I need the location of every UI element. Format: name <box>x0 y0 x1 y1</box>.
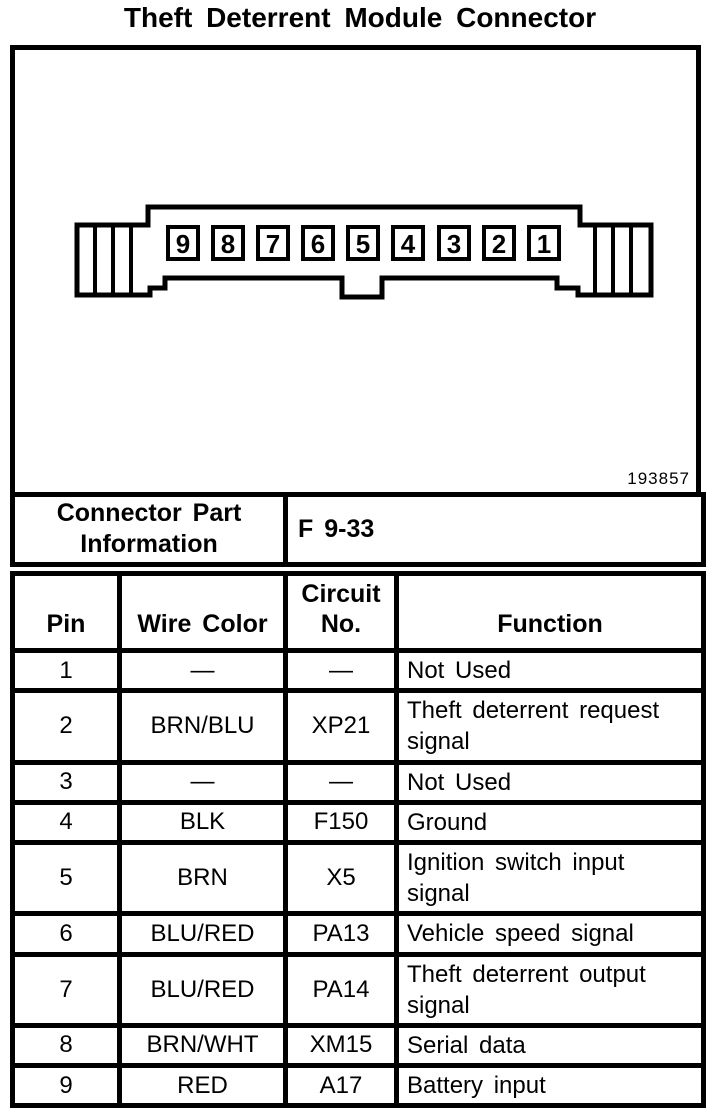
pinout-table: Pin Wire Color Circuit No. Function 1 — … <box>10 571 706 1109</box>
function-cell: Battery input <box>394 1063 706 1109</box>
pin-label-1: 1 <box>537 229 551 259</box>
part-information-row: Connector Part Information F 9-33 <box>10 492 706 567</box>
connector-diagram-box: 9 8 7 6 5 4 3 2 1 193857 <box>10 45 701 497</box>
function-cell: Not Used <box>394 759 706 805</box>
pin-label-9: 9 <box>176 229 190 259</box>
wire-color-cell: — <box>117 759 288 805</box>
pin-label-6: 6 <box>311 229 325 259</box>
table-row: 9 RED A17 Battery input <box>10 1063 706 1109</box>
pin-cell: 9 <box>10 1063 122 1109</box>
wire-color-cell: — <box>117 647 288 694</box>
function-cell: Ignition switch input signal <box>394 839 706 917</box>
circuit-no-cell: — <box>283 647 399 694</box>
table-row: 6 BLU/RED PA13 Vehicle speed signal <box>10 911 706 957</box>
pin-label-5: 5 <box>356 229 370 259</box>
pin-label-2: 2 <box>492 229 506 259</box>
part-information-table: Connector Part Information F 9-33 <box>10 492 706 567</box>
pin-cell: 5 <box>10 839 122 917</box>
figure-number: 193857 <box>627 469 690 488</box>
function-cell: Theft deterrent output signal <box>394 951 706 1028</box>
left-wing-ribs <box>93 225 133 295</box>
pin-numbers: 9 8 7 6 5 4 3 2 1 <box>176 229 551 259</box>
function-cell: Ground <box>394 799 706 845</box>
circuit-no-cell: PA14 <box>283 951 399 1028</box>
circuit-no-cell: A17 <box>283 1063 399 1109</box>
pin-cell: 8 <box>10 1022 122 1069</box>
table-row: 4 BLK F150 Ground <box>10 799 706 845</box>
pin-label-7: 7 <box>266 229 280 259</box>
header-row: Pin Wire Color Circuit No. Function <box>10 571 706 653</box>
pin-label-3: 3 <box>447 229 461 259</box>
circuit-no-cell: F150 <box>283 799 399 845</box>
function-cell: Not Used <box>394 647 706 694</box>
column-header-circuit-no: Circuit No. <box>283 571 399 653</box>
pin-cell: 3 <box>10 759 122 805</box>
right-wing-ribs <box>593 225 633 295</box>
circuit-no-cell: X5 <box>283 839 399 917</box>
pin-cell: 7 <box>10 951 122 1028</box>
table-row: 3 — — Not Used <box>10 759 706 805</box>
wire-color-cell: BLK <box>117 799 288 845</box>
wire-color-cell: BRN <box>117 839 288 917</box>
pin-cavities <box>166 225 561 261</box>
table-row: 2 BRN/BLU XP21 Theft deterrent request s… <box>10 688 706 765</box>
table-row: 8 BRN/WHT XM15 Serial data <box>10 1022 706 1069</box>
wire-color-cell: BRN/WHT <box>117 1022 288 1069</box>
pin-cell: 4 <box>10 799 122 845</box>
column-header-wire-color: Wire Color <box>117 571 288 653</box>
column-header-function: Function <box>394 571 706 653</box>
table-row: 7 BLU/RED PA14 Theft deterrent output si… <box>10 951 706 1028</box>
circuit-no-cell: XP21 <box>283 688 399 765</box>
wire-color-cell: RED <box>117 1063 288 1109</box>
connector-drawing: 9 8 7 6 5 4 3 2 1 <box>74 204 654 300</box>
column-header-pin: Pin <box>10 571 122 653</box>
pin-cell: 6 <box>10 911 122 957</box>
part-information-value: F 9-33 <box>283 492 706 567</box>
function-cell: Vehicle speed signal <box>394 911 706 957</box>
wire-color-cell: BLU/RED <box>117 911 288 957</box>
circuit-no-cell: — <box>283 759 399 805</box>
pin-cell: 1 <box>10 647 122 694</box>
table-row: 5 BRN X5 Ignition switch input signal <box>10 839 706 917</box>
part-information-label: Connector Part Information <box>10 492 288 567</box>
circuit-no-cell: PA13 <box>283 911 399 957</box>
function-cell: Theft deterrent request signal <box>394 688 706 765</box>
pin-label-4: 4 <box>401 229 416 259</box>
pin-label-8: 8 <box>221 229 235 259</box>
page-title: Theft Deterrent Module Connector <box>123 2 597 33</box>
pin-cell: 2 <box>10 688 122 765</box>
function-cell: Serial data <box>394 1022 706 1069</box>
table-row: 1 — — Not Used <box>10 647 706 694</box>
circuit-no-cell: XM15 <box>283 1022 399 1069</box>
wire-color-cell: BLU/RED <box>117 951 288 1028</box>
wire-color-cell: BRN/BLU <box>117 688 288 765</box>
